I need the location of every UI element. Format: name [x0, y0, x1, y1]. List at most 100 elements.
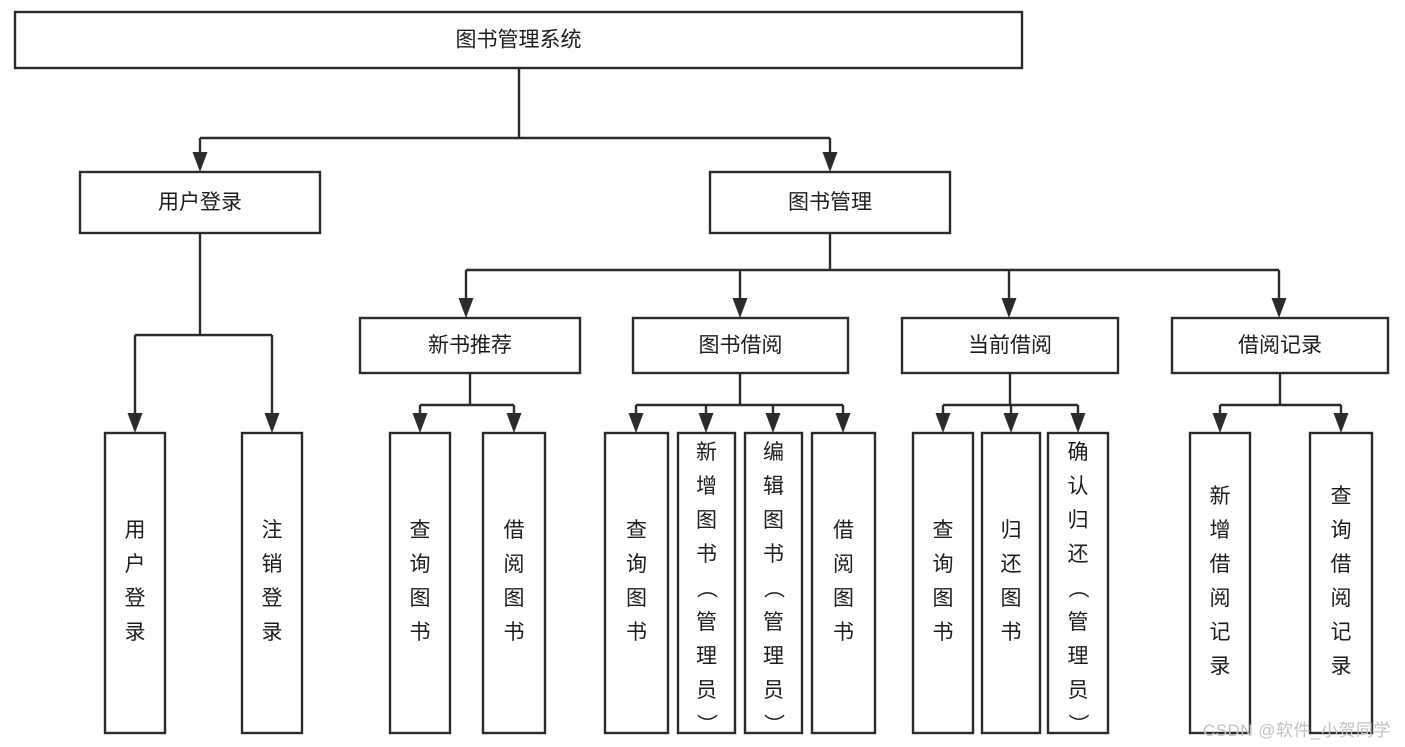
node-label-leaf-edit-book-admin-char-6: 理 — [763, 645, 784, 668]
node-leaf-user-login[interactable]: 用户登录 — [103, 431, 167, 735]
node-label-current-borrow: 当前借阅 — [968, 334, 1052, 357]
node-box-book-manage[interactable] — [708, 170, 952, 235]
node-box-leaf-query-book-1[interactable] — [388, 431, 452, 735]
node-label-leaf-borrow-book-1-char-3: 书 — [504, 621, 525, 644]
node-box-undefined[interactable] — [13, 10, 1024, 70]
arrow-head-icon — [765, 413, 781, 433]
node-box-leaf-add-book-admin[interactable] — [676, 431, 737, 735]
node-box-book-borrow[interactable] — [631, 316, 850, 375]
node-book-manage[interactable]: 图书管理 — [708, 170, 952, 235]
node-undefined[interactable]: 图书管理系统 — [13, 10, 1024, 70]
node-label-leaf-edit-book-admin-char-1: 辑 — [763, 475, 784, 498]
arrow-head-icon — [1212, 413, 1228, 433]
arrow-head-icon — [822, 152, 838, 172]
node-label-leaf-query-book-2-char-1: 询 — [626, 553, 647, 576]
node-label-leaf-user-logout-char-1: 销 — [262, 553, 283, 576]
arrow-head-icon — [506, 413, 522, 433]
node-box-leaf-edit-book-admin[interactable] — [743, 431, 804, 735]
node-label-leaf-add-book-admin-char-5: 管 — [696, 611, 717, 634]
node-borrow-record[interactable]: 借阅记录 — [1170, 316, 1390, 375]
node-box-leaf-query-borrow-record[interactable] — [1308, 431, 1374, 735]
arrow-head-icon — [1001, 298, 1017, 318]
node-box-leaf-query-book-2[interactable] — [603, 431, 670, 735]
node-box-new-book-rec[interactable] — [358, 316, 582, 375]
node-box-leaf-borrow-book-2[interactable] — [810, 431, 877, 735]
node-box-user-login[interactable] — [78, 170, 322, 235]
node-label-leaf-borrow-book-1-char-2: 图 — [504, 587, 525, 610]
node-label-leaf-return-book-char-0: 归 — [1001, 519, 1022, 542]
node-label-leaf-return-book-char-3: 书 — [1001, 621, 1022, 644]
node-box-leaf-user-login[interactable] — [103, 431, 167, 735]
arrow-head-icon — [698, 413, 714, 433]
node-label-leaf-add-book-admin-char-0: 新 — [696, 441, 717, 464]
node-label-leaf-confirm-return-admin-char-8: ） — [1066, 714, 1089, 735]
node-label-leaf-query-book-1-char-3: 书 — [410, 621, 431, 644]
node-box-leaf-borrow-book-1[interactable] — [481, 431, 547, 735]
node-label-leaf-confirm-return-admin-char-2: 归 — [1068, 509, 1089, 532]
node-label-leaf-add-borrow-record-char-5: 录 — [1210, 655, 1231, 678]
node-label-leaf-query-borrow-record-char-5: 录 — [1331, 655, 1352, 678]
node-label-leaf-edit-book-admin-char-7: 员 — [763, 679, 784, 702]
node-label-leaf-query-book-3-char-1: 询 — [933, 553, 954, 576]
node-new-book-rec[interactable]: 新书推荐 — [358, 316, 582, 375]
node-label-leaf-query-borrow-record-char-4: 记 — [1331, 621, 1352, 644]
node-box-leaf-confirm-return-admin[interactable] — [1046, 431, 1110, 735]
node-label-leaf-query-borrow-record-char-3: 阅 — [1331, 587, 1352, 610]
node-box-borrow-record[interactable] — [1170, 316, 1390, 375]
node-box-leaf-return-book[interactable] — [980, 431, 1042, 735]
node-box-current-borrow[interactable] — [900, 316, 1120, 375]
node-box-leaf-add-borrow-record[interactable] — [1188, 431, 1252, 735]
node-label-leaf-add-book-admin-char-4: （ — [695, 578, 718, 599]
node-label-leaf-query-book-3-char-0: 查 — [933, 519, 954, 542]
node-label-leaf-edit-book-admin-char-5: 管 — [763, 611, 784, 634]
arrow-head-icon — [458, 298, 474, 318]
node-label-leaf-query-borrow-record-char-2: 借 — [1331, 553, 1352, 576]
node-label-book-borrow: 图书借阅 — [699, 334, 783, 357]
node-box-leaf-user-logout[interactable] — [240, 431, 304, 735]
arrow-head-icon — [127, 413, 143, 433]
node-label-leaf-confirm-return-admin-char-4: （ — [1066, 578, 1089, 599]
node-label-leaf-query-book-2-char-2: 图 — [626, 587, 647, 610]
node-label-leaf-add-borrow-record-char-2: 借 — [1210, 553, 1231, 576]
node-current-borrow[interactable]: 当前借阅 — [900, 316, 1120, 375]
node-label-leaf-confirm-return-admin-char-5: 管 — [1068, 611, 1089, 634]
node-label-leaf-return-book-char-1: 还 — [1001, 553, 1022, 576]
node-label-leaf-add-book-admin-char-7: 员 — [696, 679, 717, 702]
node-label-leaf-add-borrow-record-char-0: 新 — [1210, 485, 1231, 508]
node-label-leaf-borrow-book-2-char-1: 阅 — [833, 553, 854, 576]
node-book-borrow[interactable]: 图书借阅 — [631, 316, 850, 375]
arrow-head-icon — [935, 413, 951, 433]
node-label-leaf-query-book-2-char-0: 查 — [626, 519, 647, 542]
node-label-leaf-user-login-char-0: 用 — [125, 519, 146, 542]
node-label-leaf-add-book-admin-char-6: 理 — [696, 645, 717, 668]
node-label-leaf-confirm-return-admin-char-1: 认 — [1068, 475, 1089, 498]
node-label-leaf-edit-book-admin-char-2: 图 — [763, 509, 784, 532]
node-label-leaf-query-book-1-char-0: 查 — [410, 519, 431, 542]
arrow-head-icon — [1333, 413, 1349, 433]
node-user-login[interactable]: 用户登录 — [78, 170, 322, 235]
node-label-leaf-add-borrow-record-char-4: 记 — [1210, 621, 1231, 644]
node-label-leaf-query-borrow-record-char-1: 询 — [1331, 519, 1352, 542]
arrow-head-icon — [412, 413, 428, 433]
node-box-leaf-query-book-3[interactable] — [911, 431, 975, 735]
node-label-leaf-add-borrow-record-char-3: 阅 — [1210, 587, 1231, 610]
node-label-leaf-user-login-char-1: 户 — [125, 553, 146, 576]
node-label-leaf-query-book-1-char-1: 询 — [410, 553, 431, 576]
node-label-leaf-query-book-3-char-2: 图 — [933, 587, 954, 610]
node-label-leaf-user-logout-char-3: 录 — [262, 621, 283, 644]
node-label-leaf-user-login-char-2: 登 — [125, 587, 146, 610]
node-label-undefined: 图书管理系统 — [456, 29, 582, 52]
